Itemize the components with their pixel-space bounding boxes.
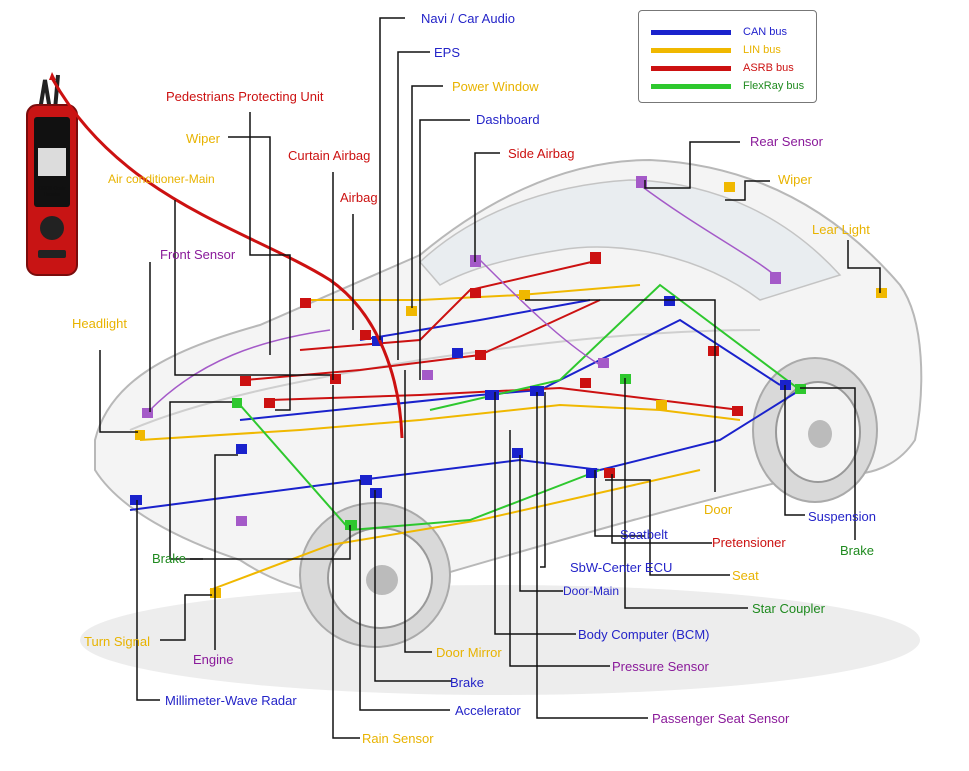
label-accelerator: Accelerator <box>455 703 521 718</box>
label-turn-signal: Turn Signal <box>84 634 150 649</box>
front-wheel <box>299 502 451 648</box>
label-wiper-rear: Wiper <box>778 172 812 187</box>
label-wiper-front: Wiper <box>186 131 220 146</box>
label-door: Door <box>704 502 733 517</box>
label-eps: EPS <box>434 45 461 60</box>
can-bus-swatch <box>651 30 731 35</box>
ground-shadow <box>80 585 920 695</box>
label-pedestrians-protecting-unit: Pedestrians Protecting Unit <box>166 89 324 104</box>
scanner-screen-text: OBDII Code Reader <box>38 186 66 198</box>
label-brake-rear: Brake <box>840 543 874 558</box>
label-brake-front: Brake <box>152 551 186 566</box>
label-air-conditioner-main: Air conditioner-Main <box>108 172 215 186</box>
legend-label: CAN bus <box>743 26 788 38</box>
label-engine: Engine <box>193 652 234 667</box>
label-star-coupler: Star Coupler <box>752 601 825 616</box>
label-body-computer: Body Computer (BCM) <box>578 627 710 642</box>
label-seatbelt: Seatbelt <box>620 527 668 542</box>
car-windows <box>418 179 842 301</box>
label-pressure-sensor: Pressure Sensor <box>612 659 709 674</box>
label-lear-light: Lear Light <box>812 222 870 237</box>
label-curtain-airbag: Curtain Airbag <box>288 148 371 163</box>
label-power-window: Power Window <box>452 79 539 94</box>
label-rain-sensor: Rain Sensor <box>362 731 434 746</box>
legend-label: LIN bus <box>743 44 781 56</box>
flexray-bus-swatch <box>651 84 731 89</box>
obd-cable <box>50 77 404 439</box>
label-dashboard: Dashboard <box>476 112 540 127</box>
lin-bus-swatch <box>651 48 731 53</box>
label-airbag: Airbag <box>340 190 378 205</box>
legend-label: FlexRay bus <box>743 80 805 92</box>
asrb-bus-swatch <box>651 66 731 71</box>
leader-lines <box>99 17 881 739</box>
label-passenger-seat-sensor: Passenger Seat Sensor <box>652 711 790 726</box>
bus-legend: CAN bus LIN bus ASRB bus FlexRay bus <box>638 10 817 103</box>
label-sbw-center-ecu: SbW-Center ECU <box>570 560 673 575</box>
obd-scanner <box>26 74 78 276</box>
label-door-mirror: Door Mirror <box>436 645 502 660</box>
label-seat: Seat <box>732 568 759 583</box>
label-headlight: Headlight <box>72 316 127 331</box>
legend-label: ASRB bus <box>743 62 794 74</box>
label-side-airbag: Side Airbag <box>508 146 575 161</box>
label-door-main: Door-Main <box>563 584 620 598</box>
label-navi-car-audio: Navi / Car Audio <box>421 11 515 26</box>
label-front-sensor: Front Sensor <box>160 247 236 262</box>
rear-wheel <box>752 357 878 503</box>
module-connectors <box>130 176 887 598</box>
label-millimeter-wave-radar: Millimeter-Wave Radar <box>165 693 297 708</box>
label-brake-bottom: Brake <box>450 675 484 690</box>
label-suspension: Suspension <box>808 509 876 524</box>
label-rear-sensor: Rear Sensor <box>750 134 823 149</box>
label-pretensioner: Pretensioner <box>712 535 786 550</box>
